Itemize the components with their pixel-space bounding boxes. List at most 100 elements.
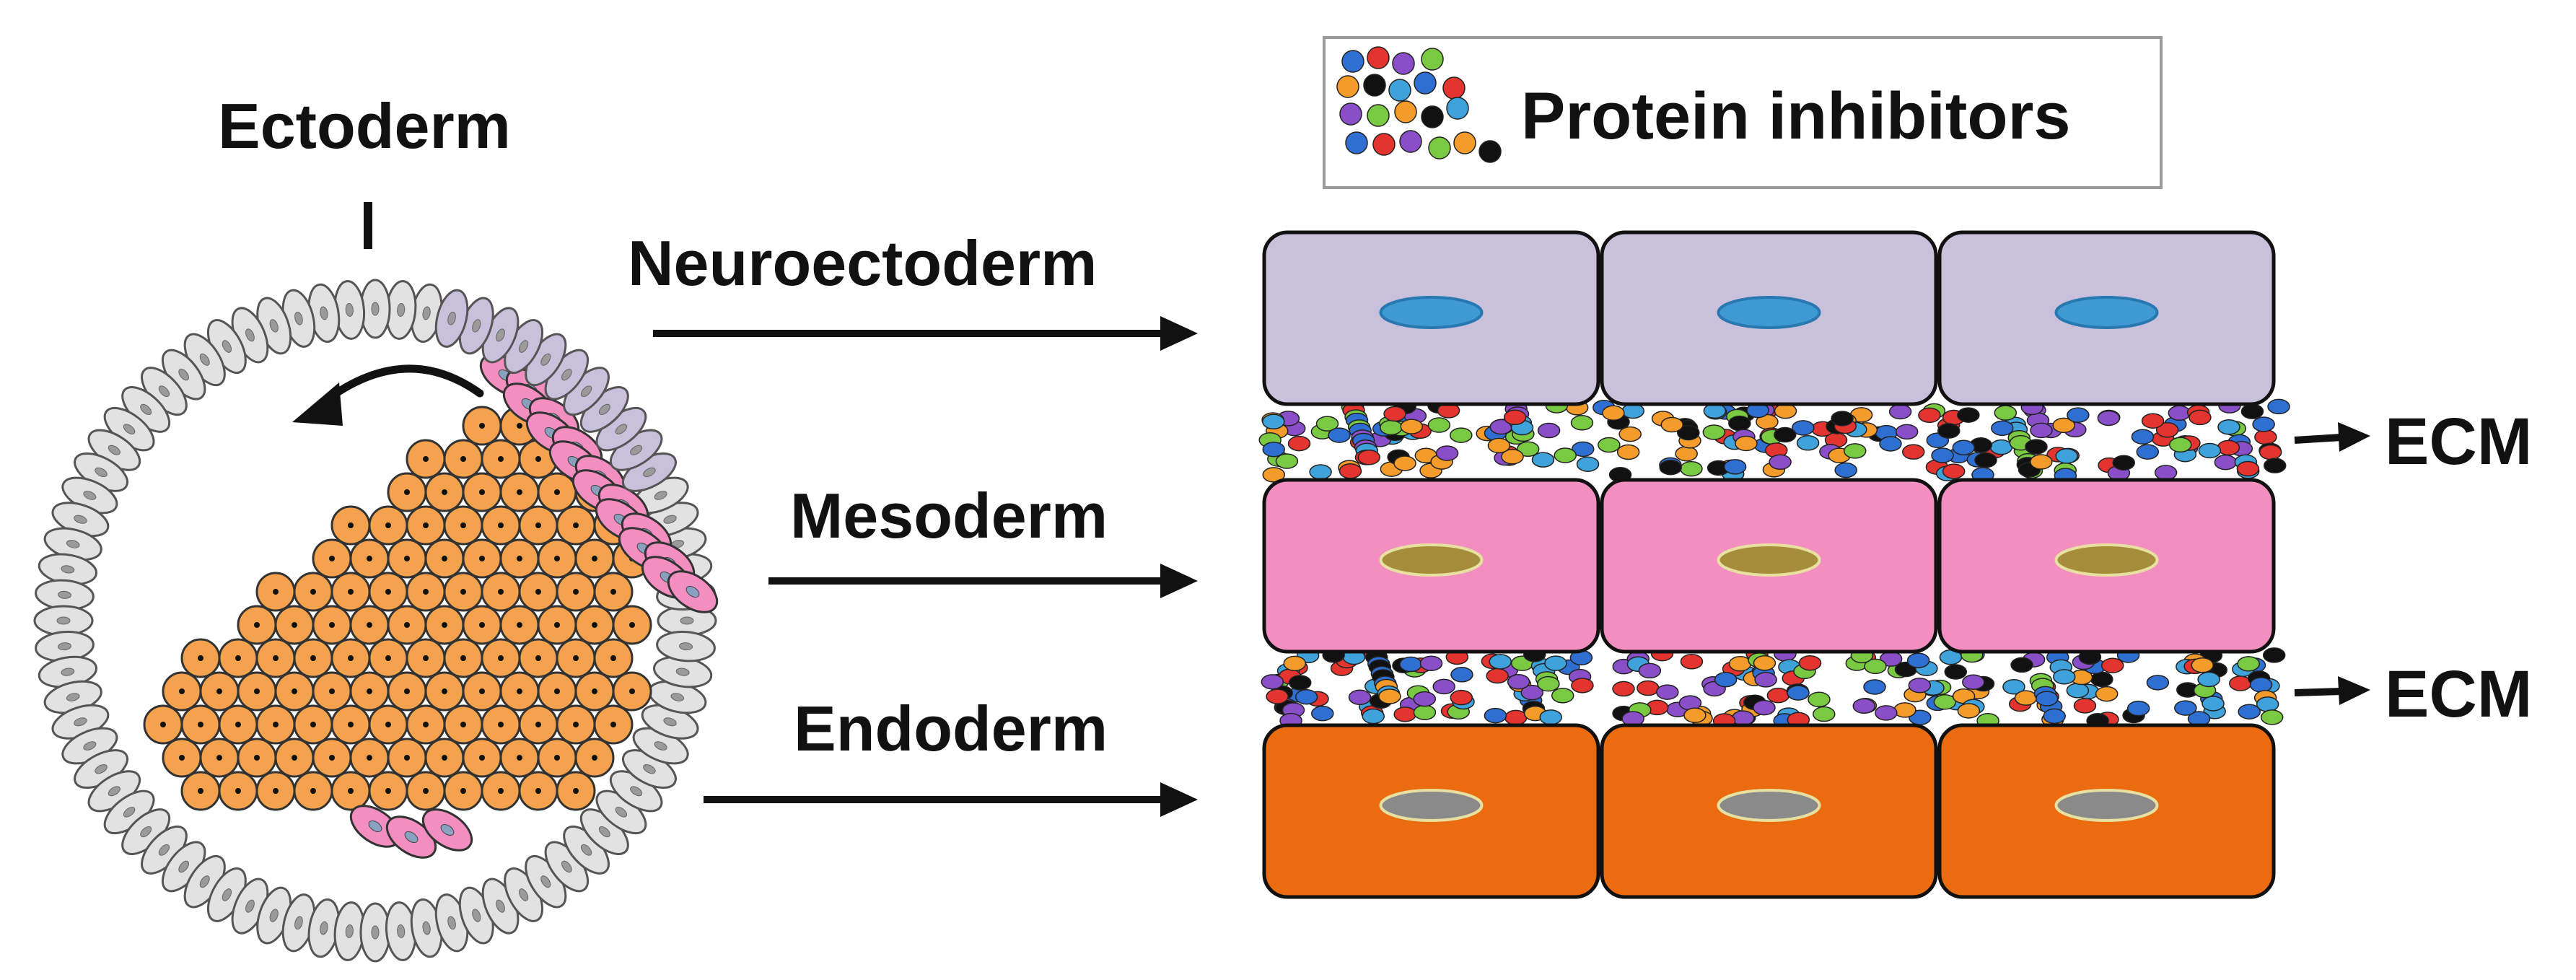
protein-dot: [1537, 675, 1560, 692]
endoderm-embryo-cell: [574, 605, 615, 645]
protein-dot: [1413, 691, 1437, 707]
endoderm-embryo-cell: [387, 605, 427, 645]
protein-dot: [1393, 455, 1416, 471]
protein-dot: [1315, 416, 1339, 432]
ectoderm-cell: [35, 630, 95, 662]
protein-dot: [2249, 677, 2273, 693]
protein-dot: [1544, 655, 1567, 671]
protein-dot: [1834, 462, 1857, 478]
endoderm-embryo-cell: [462, 406, 502, 446]
layer-cell: [1262, 478, 1600, 654]
protein-dot: [2197, 671, 2220, 688]
endoderm-embryo-cell: [518, 505, 558, 546]
endoderm-embryo-cell: [368, 572, 408, 612]
protein-dot: [1266, 688, 1289, 704]
endoderm-embryo-cell: [312, 538, 352, 579]
protein-dot: [1844, 443, 1867, 459]
protein-dot: [2202, 696, 2225, 712]
protein-dot: [2097, 410, 2121, 426]
ectoderm-cell: [35, 579, 95, 611]
protein-dot: [1754, 672, 1777, 688]
endoderm-embryo-cell: [349, 671, 390, 712]
endoderm-embryo-cell: [255, 572, 296, 612]
protein-dot: [2260, 709, 2284, 725]
endoderm-embryo-cell: [387, 472, 427, 512]
protein-dot: [1598, 437, 1621, 453]
protein-dot: [1380, 419, 1403, 436]
endoderm-embryo-cell: [424, 605, 465, 645]
legend-protein-dot: [1339, 102, 1362, 126]
mesoderm-cell-layer: [1262, 478, 2276, 654]
protein-dot: [1450, 667, 1473, 683]
endoderm-embryo-cell: [349, 538, 390, 579]
endoderm-cell-mass: [143, 406, 652, 811]
protein-dot: [1731, 710, 1755, 726]
endoderm-embryo-cell: [255, 638, 296, 678]
endoderm-embryo-cell: [349, 738, 390, 778]
protein-dot: [2214, 454, 2238, 471]
protein-dot: [1378, 688, 1401, 704]
protein-dot: [1339, 463, 1362, 479]
protein-dot: [2052, 417, 2075, 434]
protein-dot: [2126, 700, 2150, 717]
endoderm-embryo-cell: [462, 605, 502, 645]
endoderm-embryo-cell: [518, 771, 558, 811]
protein-dot: [1348, 689, 1372, 705]
protein-dot: [1484, 707, 1507, 724]
layer-cell: [1600, 230, 1938, 406]
legend-protein-dot: [1428, 136, 1451, 159]
protein-dot: [1413, 704, 1437, 720]
endoderm-embryo-cell: [574, 738, 615, 778]
protein-dot: [1570, 415, 1594, 431]
protein-dot: [1796, 435, 1820, 451]
endoderm-embryo-cell: [330, 572, 371, 612]
protein-dot: [1787, 685, 1810, 701]
cell-nucleus: [1379, 543, 1484, 577]
protein-dot: [1551, 688, 1574, 704]
protein-dot: [1504, 709, 1528, 726]
protein-dot: [2025, 439, 2048, 455]
endoderm-embryo-cell: [387, 738, 427, 778]
mesoderm-label: Mesoderm: [790, 480, 1108, 551]
protein-dot: [1539, 709, 1562, 725]
embryo-gastrula: [33, 279, 719, 963]
protein-dot: [1774, 403, 1797, 419]
endoderm-embryo-cell: [293, 572, 333, 612]
legend-box: Protein inhibitors: [1323, 36, 2163, 189]
protein-dot: [1602, 405, 1625, 421]
protein-dot: [2030, 422, 2053, 439]
endoderm-embryo-cell: [330, 638, 371, 678]
protein-dot: [1311, 705, 1334, 722]
endoderm-embryo-cell: [518, 572, 558, 612]
protein-dot: [2189, 409, 2212, 426]
protein-dot: [2174, 700, 2197, 716]
cell-nucleus: [2054, 543, 2159, 577]
endoderm-embryo-cell: [424, 472, 465, 512]
protein-dot: [1957, 703, 1981, 719]
mesoderm-embryo-cell: [667, 570, 719, 613]
legend-protein-dot: [1442, 76, 1466, 100]
endoderm-embryo-cell: [481, 572, 521, 612]
protein-dot: [1571, 678, 1594, 694]
protein-dot: [1893, 702, 1916, 718]
endoderm-embryo-cell: [237, 605, 277, 645]
endoderm-embryo-cell: [143, 704, 183, 745]
cell-nucleus: [1379, 296, 1484, 329]
endoderm-embryo-cell: [218, 771, 258, 811]
endoderm-embryo-cell: [424, 538, 465, 579]
protein-dot: [1531, 452, 1555, 468]
protein-dot: [1852, 698, 1876, 714]
layer-cell: [1262, 230, 1600, 406]
protein-dot: [1393, 706, 1416, 722]
protein-dot: [1638, 662, 1662, 679]
protein-dot: [2100, 657, 2124, 673]
protein-dot: [1399, 656, 1422, 673]
protein-dot: [2035, 691, 2059, 706]
protein-dot: [1831, 411, 1854, 426]
protein-dot: [2073, 698, 2097, 714]
ectoderm-cell: [385, 901, 417, 961]
legend-protein-dot: [1453, 131, 1476, 154]
protein-dot: [1798, 655, 1822, 671]
legend-protein-dot: [1392, 52, 1415, 75]
endoderm-embryo-cell: [180, 638, 221, 678]
